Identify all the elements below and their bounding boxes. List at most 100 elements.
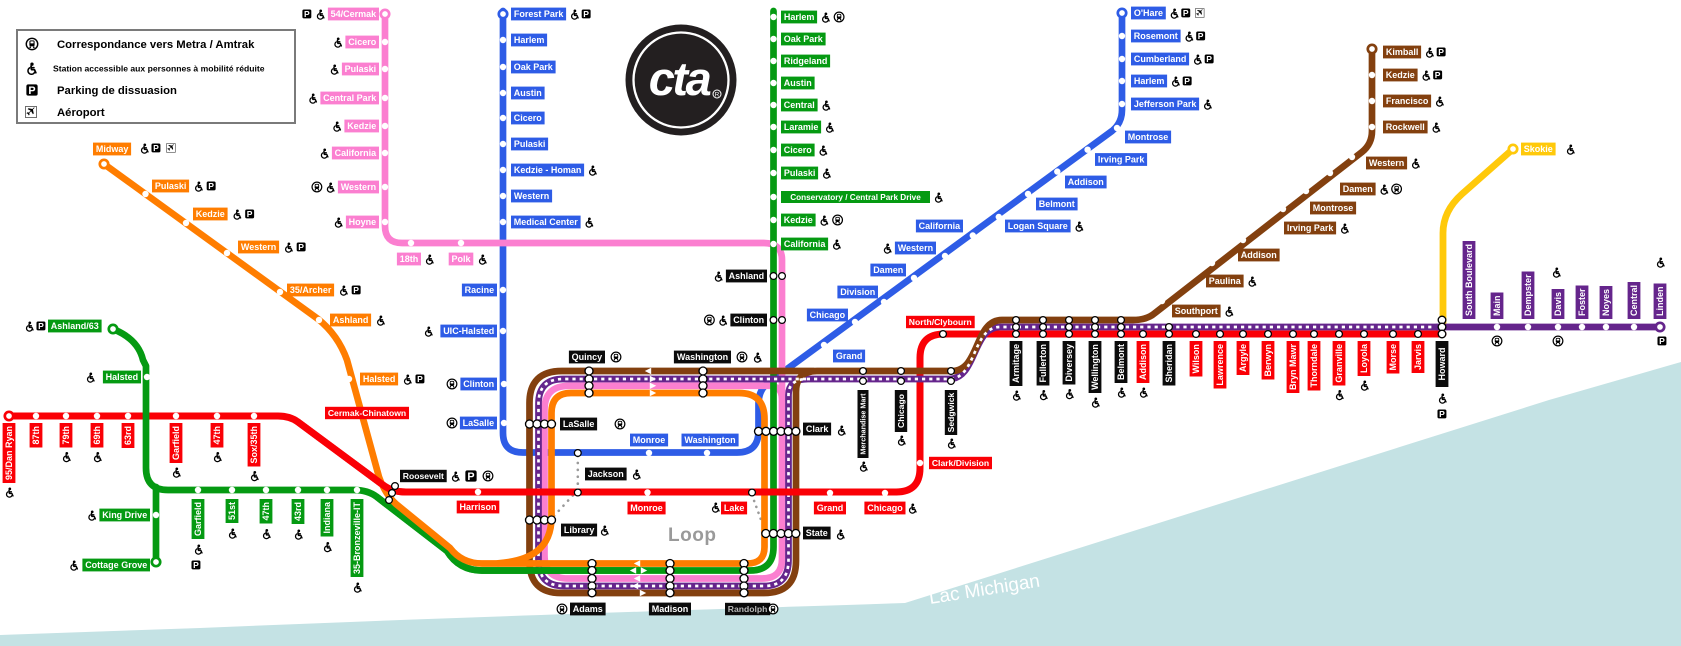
svg-text:Western: Western — [898, 243, 933, 253]
svg-text:Chicago: Chicago — [896, 394, 906, 428]
svg-text:Morse: Morse — [1388, 344, 1398, 371]
svg-text:Cermak-Chinatown: Cermak-Chinatown — [328, 408, 406, 418]
svg-text:Austin: Austin — [784, 78, 812, 88]
svg-text:Western: Western — [1369, 158, 1404, 168]
svg-text:Kedzie: Kedzie — [196, 209, 225, 219]
svg-text:Harlem: Harlem — [514, 35, 545, 45]
svg-text:Aéroport: Aéroport — [57, 107, 105, 119]
svg-text:Rosemont: Rosemont — [1134, 31, 1178, 41]
svg-text:Thorndale: Thorndale — [1309, 344, 1319, 388]
svg-text:Lawrence: Lawrence — [1215, 344, 1225, 386]
svg-text:Chicago: Chicago — [867, 503, 903, 513]
svg-text:Clark/Division: Clark/Division — [932, 458, 989, 468]
svg-text:Hoyne: Hoyne — [349, 217, 377, 227]
svg-text:Harlem: Harlem — [784, 12, 815, 22]
svg-text:Central Park: Central Park — [323, 93, 377, 103]
svg-text:Randolph: Randolph — [728, 604, 768, 614]
svg-text:Austin: Austin — [514, 88, 542, 98]
svg-text:95/Dan Ryan: 95/Dan Ryan — [4, 426, 14, 480]
svg-text:Belmont: Belmont — [1039, 199, 1075, 209]
svg-text:Central: Central — [1629, 285, 1639, 316]
svg-text:Cicero: Cicero — [784, 145, 813, 155]
svg-text:Parking de dissuasion: Parking de dissuasion — [57, 85, 177, 97]
svg-text:Cicero: Cicero — [514, 113, 543, 123]
svg-text:Ridgeland: Ridgeland — [784, 56, 828, 66]
svg-text:Montrose: Montrose — [1128, 132, 1169, 142]
svg-text:Kedzie: Kedzie — [1386, 70, 1415, 80]
svg-text:Paulina: Paulina — [1209, 276, 1242, 286]
svg-text:47th: 47th — [261, 502, 271, 521]
svg-text:Addison: Addison — [1068, 177, 1104, 187]
svg-text:UIC-Halsted: UIC-Halsted — [443, 326, 494, 336]
svg-text:California: California — [919, 221, 962, 231]
svg-text:Clinton: Clinton — [733, 315, 764, 325]
svg-text:Laramie: Laramie — [784, 122, 819, 132]
svg-text:Western: Western — [241, 242, 276, 252]
svg-text:Adams: Adams — [573, 604, 603, 614]
svg-text:Loop: Loop — [668, 525, 716, 546]
svg-text:Roosevelt: Roosevelt — [403, 471, 444, 481]
svg-text:Addison: Addison — [1241, 250, 1277, 260]
svg-text:Southport: Southport — [1175, 306, 1218, 316]
svg-text:North/Clybourn: North/Clybourn — [909, 317, 972, 327]
svg-text:Indiana: Indiana — [322, 501, 332, 533]
svg-text:Armitage: Armitage — [1011, 344, 1021, 383]
svg-text:cta: cta — [649, 52, 711, 105]
svg-text:Madison: Madison — [652, 604, 689, 614]
svg-text:Kedzie: Kedzie — [784, 215, 813, 225]
svg-text:Damen: Damen — [1343, 184, 1373, 194]
svg-text:Irving Park: Irving Park — [1287, 223, 1335, 233]
svg-text:Diversey: Diversey — [1064, 344, 1074, 382]
svg-text:Chicago: Chicago — [810, 310, 846, 320]
svg-text:Harrison: Harrison — [459, 502, 496, 512]
svg-text:Foster: Foster — [1577, 288, 1587, 316]
svg-text:Jefferson Park: Jefferson Park — [1134, 99, 1198, 109]
svg-text:LaSalle: LaSalle — [463, 418, 495, 428]
svg-text:Jackson: Jackson — [588, 469, 624, 479]
svg-text:Noyes: Noyes — [1601, 289, 1611, 316]
svg-text:South Boulevard: South Boulevard — [1464, 244, 1474, 316]
svg-text:Halsted: Halsted — [363, 374, 396, 384]
svg-text:Kimball: Kimball — [1386, 47, 1419, 57]
svg-text:Wellington: Wellington — [1090, 344, 1100, 390]
svg-text:Logan Square: Logan Square — [1008, 221, 1068, 231]
svg-text:Kedzie - Homan: Kedzie - Homan — [514, 165, 582, 175]
svg-text:Quincy: Quincy — [572, 352, 603, 362]
svg-text:Wilson: Wilson — [1191, 344, 1201, 373]
svg-text:Garfield: Garfield — [193, 502, 203, 536]
svg-text:Midway: Midway — [96, 144, 129, 154]
svg-text:Main: Main — [1492, 295, 1502, 316]
svg-text:35-Bronzeville-IT: 35-Bronzeville-IT — [352, 501, 362, 574]
svg-text:Montrose: Montrose — [1313, 203, 1354, 213]
svg-text:Clinton: Clinton — [463, 379, 494, 389]
svg-text:State: State — [806, 528, 828, 538]
svg-text:Halsted: Halsted — [106, 372, 139, 382]
svg-text:Monroe: Monroe — [633, 435, 666, 445]
svg-text:Conservatory / Central Park Dr: Conservatory / Central Park Drive — [790, 193, 921, 202]
svg-text:79th: 79th — [61, 426, 71, 445]
svg-text:18th: 18th — [400, 254, 419, 264]
svg-text:Ashland: Ashland — [729, 271, 765, 281]
svg-text:Francisco: Francisco — [1386, 96, 1429, 106]
svg-text:Polk: Polk — [451, 254, 471, 264]
svg-text:King Drive: King Drive — [102, 510, 147, 520]
svg-text:47th: 47th — [212, 426, 222, 445]
svg-text:Berwyn: Berwyn — [1263, 344, 1273, 377]
svg-text:Pulaski: Pulaski — [345, 64, 377, 74]
svg-text:Pulaski: Pulaski — [155, 181, 187, 191]
svg-text:Oak Park: Oak Park — [784, 34, 824, 44]
svg-text:Howard: Howard — [1437, 347, 1447, 380]
svg-text:Harlem: Harlem — [1134, 76, 1165, 86]
svg-text:Medical Center: Medical Center — [514, 217, 579, 227]
svg-text:Sedgwick: Sedgwick — [946, 392, 956, 432]
svg-text:Western: Western — [514, 191, 549, 201]
svg-text:Irving Park: Irving Park — [1098, 155, 1146, 165]
svg-text:Lake: Lake — [724, 503, 745, 513]
svg-text:Washington: Washington — [684, 435, 735, 445]
svg-text:California: California — [335, 148, 378, 158]
svg-text:LaSalle: LaSalle — [563, 419, 595, 429]
svg-text:Forest Park: Forest Park — [514, 9, 565, 19]
svg-text:Racine: Racine — [465, 285, 495, 295]
svg-text:63rd: 63rd — [123, 426, 133, 445]
svg-text:51st: 51st — [227, 502, 237, 520]
